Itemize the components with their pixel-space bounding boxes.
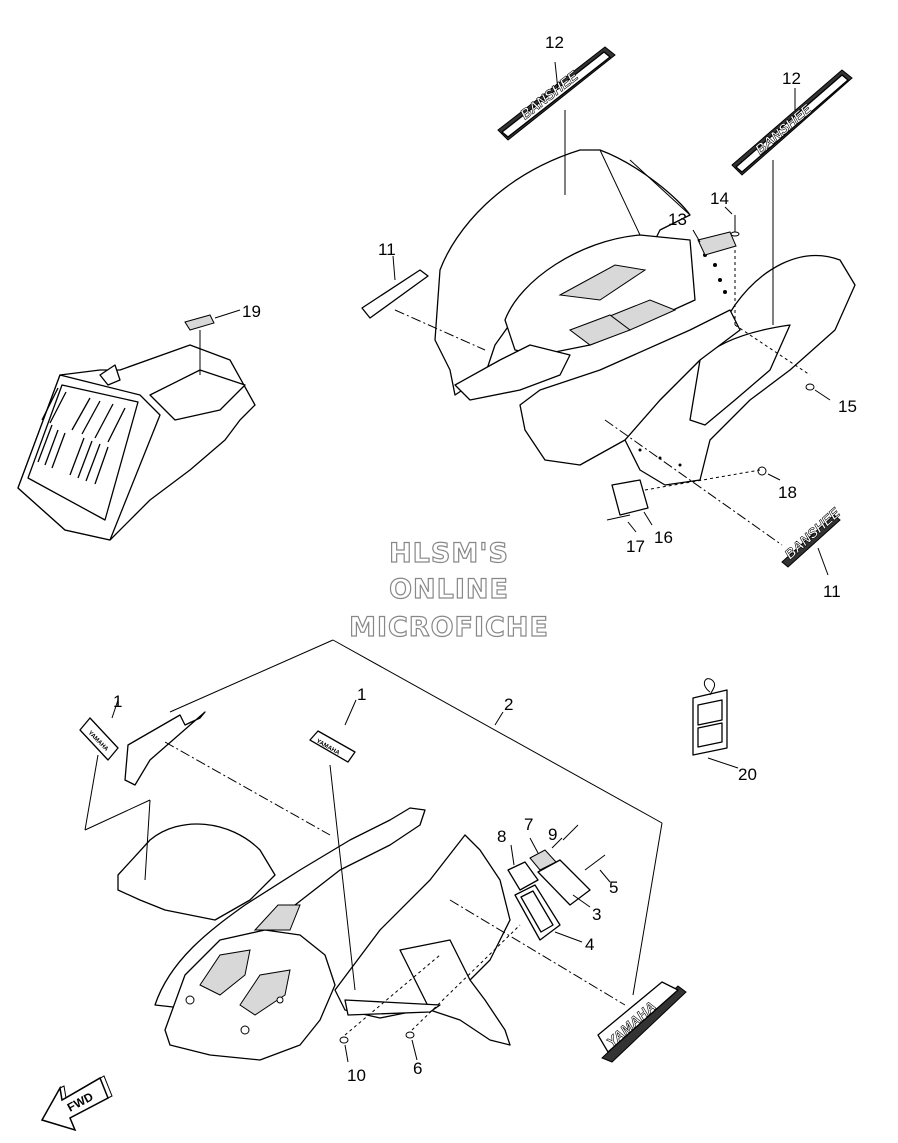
side-decal-right-text: BANSHEE (781, 504, 843, 562)
banshee-decal-right-text: BANSHEE (752, 101, 815, 158)
yamaha-decal-left: YAMAHA (79, 717, 119, 761)
watermark-line-3: MICROFICHE (349, 612, 549, 643)
callout-1-left: 1 (113, 692, 122, 711)
callout-2: 2 (504, 695, 513, 714)
rear-fender-assembly (434, 149, 856, 486)
callout-14: 14 (710, 189, 729, 208)
callouts: 12 12 14 13 11 19 15 18 17 16 11 1 1 2 2… (113, 33, 857, 1085)
radiator-cover (17, 344, 256, 541)
callout-5: 5 (609, 878, 618, 897)
yamaha-decal-center: YAMAHA (309, 730, 356, 763)
bolt-9 (562, 824, 579, 841)
front-side-decal (124, 711, 206, 786)
side-decal-right: BANSHEE (781, 504, 844, 568)
callout-20: 20 (738, 765, 757, 784)
callout-18: 18 (778, 483, 797, 502)
bolt-14 (730, 215, 740, 237)
grommet-18 (757, 466, 767, 476)
callout-11-bottom: 11 (823, 582, 841, 601)
watermark: HLSM'S ONLINE MICROFICHE (348, 537, 549, 643)
callout-1-center: 1 (357, 685, 366, 704)
plate-16 (611, 479, 649, 516)
side-decal-left (361, 269, 429, 319)
plate-7 (529, 849, 557, 871)
callout-11-top: 11 (378, 240, 396, 259)
front-fender-assembly (117, 807, 511, 1061)
label-plate-13 (697, 231, 737, 256)
banshee-decal-left: BANSHEE (497, 46, 616, 141)
callout-10: 10 (347, 1066, 366, 1085)
callout-19: 19 (242, 302, 261, 321)
screw-17 (606, 514, 631, 521)
callout-9: 9 (548, 825, 557, 844)
fwd-arrow: FWD (40, 1075, 113, 1132)
banshee-decal-left-text: BANSHEE (517, 67, 581, 122)
label-19 (184, 314, 215, 331)
tag-20 (692, 678, 728, 756)
callout-12-right: 12 (782, 69, 801, 88)
plate-8 (507, 861, 539, 891)
watermark-line-1: HLSM'S (389, 538, 509, 569)
bolt-5 (584, 854, 606, 871)
callout-12-left: 12 (545, 33, 564, 52)
callout-16: 16 (654, 528, 673, 547)
callout-3: 3 (592, 905, 601, 924)
nut-10 (339, 1036, 349, 1044)
watermark-line-2: ONLINE (389, 574, 509, 605)
callout-15: 15 (838, 397, 857, 416)
yamaha-decal-large: YAMAHA (597, 981, 687, 1063)
nut-6 (405, 1031, 415, 1039)
callout-4: 4 (585, 935, 594, 954)
callout-13: 13 (668, 210, 687, 229)
callout-8: 8 (497, 827, 506, 846)
callout-17: 17 (626, 537, 645, 556)
nut-15 (805, 383, 815, 391)
callout-6: 6 (413, 1059, 422, 1078)
callout-7: 7 (524, 815, 533, 834)
